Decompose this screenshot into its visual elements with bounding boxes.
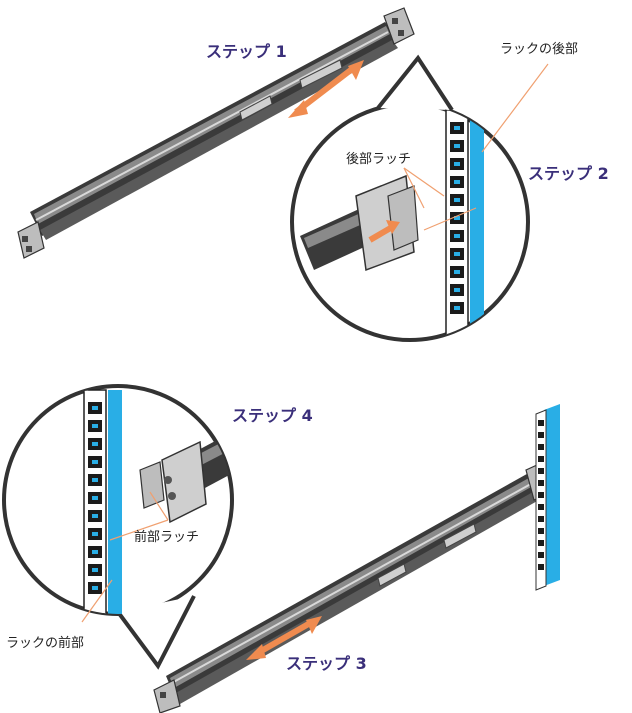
- step2-label: ステップ 2: [528, 164, 609, 183]
- top-leader-lines: [403, 63, 549, 231]
- rear-of-rack-label: ラックの後部: [500, 42, 579, 57]
- step3-arrow: [246, 616, 322, 660]
- step1-arrow: [288, 60, 364, 118]
- front-of-rack-label: ラックの前部: [6, 636, 85, 651]
- step4-label: ステップ 4: [232, 406, 313, 425]
- top-callout: [290, 54, 530, 342]
- rear-rack-post: [535, 404, 560, 591]
- top-rail: [17, 7, 415, 259]
- bottom-leader-lines: [81, 491, 169, 623]
- bottom-callout: [2, 384, 234, 670]
- front-latch-label: 前部ラッチ: [134, 530, 200, 545]
- rear-latch-label: 後部ラッチ: [346, 152, 412, 167]
- step3-label: ステップ 3: [286, 654, 367, 673]
- step1-label: ステップ 1: [206, 42, 287, 61]
